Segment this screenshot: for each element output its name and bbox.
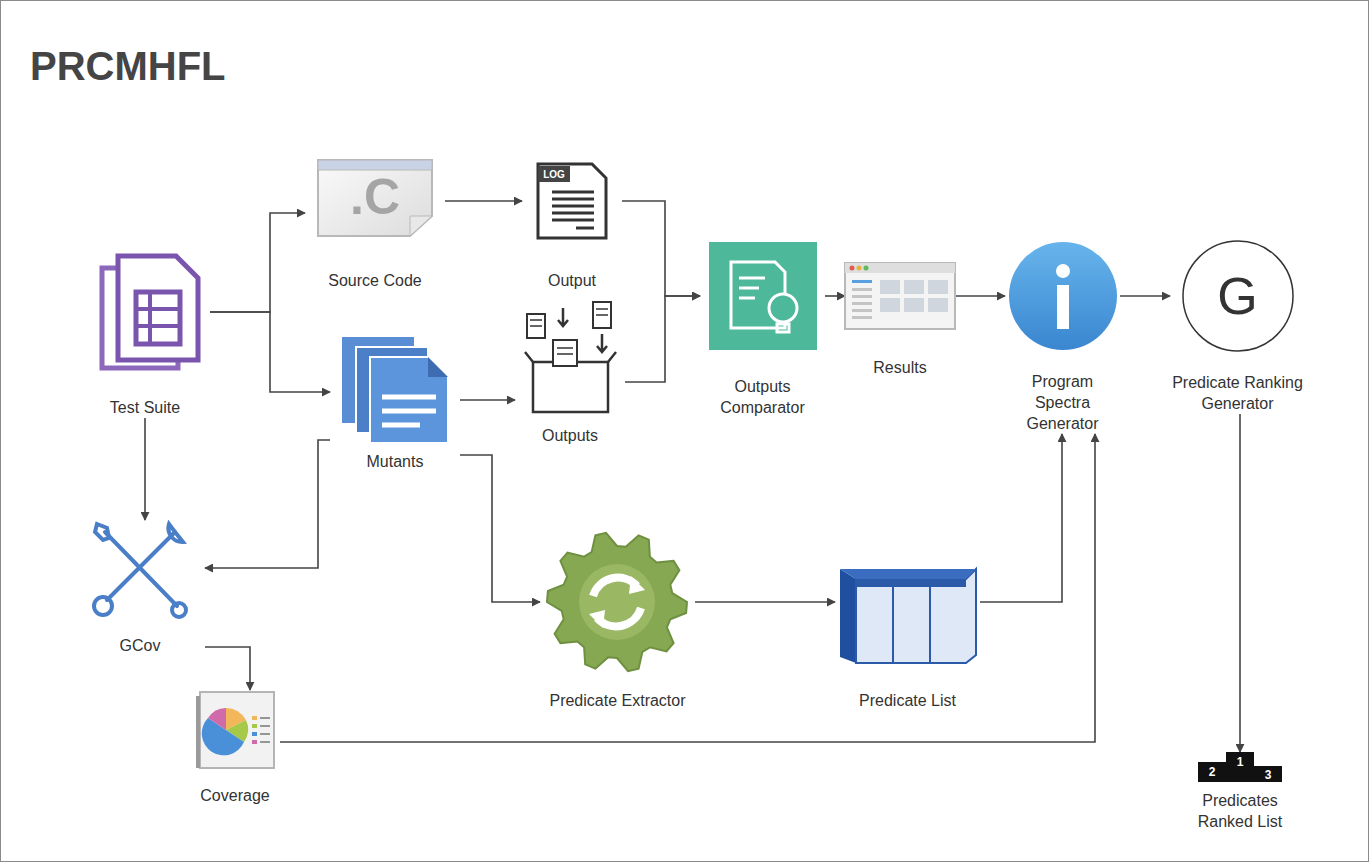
node-label: Results	[845, 357, 955, 378]
flow-arrow	[1120, 295, 1170, 297]
flow-arrow	[205, 440, 330, 568]
node-label: Predicates Ranked List	[1185, 790, 1295, 832]
node-label: Coverage	[190, 785, 280, 806]
flow-arrow	[445, 200, 522, 202]
flow-arrow	[1239, 414, 1241, 752]
results-node: Results	[845, 262, 955, 378]
flow-arrow	[825, 295, 845, 297]
mutants-node: Mutants	[330, 335, 460, 472]
node-icon	[194, 690, 276, 772]
flow-arrow	[460, 399, 515, 401]
icon-text: .C	[305, 172, 445, 222]
predicate-list-node: Predicate List	[835, 565, 980, 711]
node-label: Predicate Extractor	[540, 690, 695, 711]
node-icon	[340, 335, 450, 445]
spectra-generator-node: Program Spectra Generator	[1005, 241, 1120, 434]
flow-arrow	[622, 201, 700, 296]
node-icon	[844, 262, 956, 330]
coverage-node: Coverage	[190, 690, 280, 806]
node-label: Mutants	[330, 451, 460, 472]
node-label: Output	[522, 270, 622, 291]
ranked-list-node: 213Predicates Ranked List	[1185, 752, 1295, 832]
flow-arrow	[210, 213, 305, 312]
node-icon	[838, 565, 978, 665]
icon-text: 1	[1226, 756, 1254, 768]
flow-arrow	[625, 296, 700, 382]
comparator-node: Outputs Comparator	[700, 242, 825, 418]
flow-arrow	[144, 418, 146, 520]
icon-text: 2	[1198, 766, 1226, 778]
node-icon	[709, 242, 817, 350]
source-code-node: .C Source Code	[305, 158, 445, 291]
node-icon	[88, 252, 203, 372]
flow-arrow	[280, 434, 1095, 742]
node-label: GCov	[75, 635, 205, 656]
node-icon	[545, 530, 690, 675]
test-suite-node: Test Suite	[80, 252, 210, 418]
flow-arrow	[460, 455, 540, 602]
flow-arrow	[955, 295, 1005, 297]
node-label: Predicate List	[835, 690, 980, 711]
icon-text: LOG	[538, 170, 570, 180]
node-label: Source Code	[305, 270, 445, 291]
outputs-box-node: Outputs	[515, 300, 625, 446]
diagram-title: PRCMHFL	[30, 44, 226, 89]
flow-arrow	[205, 647, 250, 690]
node-icon	[1008, 241, 1118, 351]
node-label: Outputs	[515, 425, 625, 446]
flow-arrow	[695, 601, 835, 603]
ranking-generator-node: G Predicate Ranking Generator	[1170, 240, 1305, 414]
node-label: Outputs Comparator	[700, 376, 825, 418]
gcov-tool-node: GCov	[75, 520, 205, 656]
icon-text: G	[1170, 270, 1305, 322]
icon-text: 3	[1254, 769, 1282, 781]
output-log-node: LOG Output	[522, 162, 622, 291]
node-label: Program Spectra Generator	[1005, 371, 1120, 434]
node-label: Test Suite	[80, 397, 210, 418]
flow-arrow	[210, 312, 330, 392]
flow-arrow	[980, 434, 1062, 602]
node-icon	[523, 300, 618, 415]
node-icon	[85, 520, 195, 620]
node-label: Predicate Ranking Generator	[1170, 372, 1305, 414]
predicate-extractor-node: Predicate Extractor	[540, 530, 695, 711]
